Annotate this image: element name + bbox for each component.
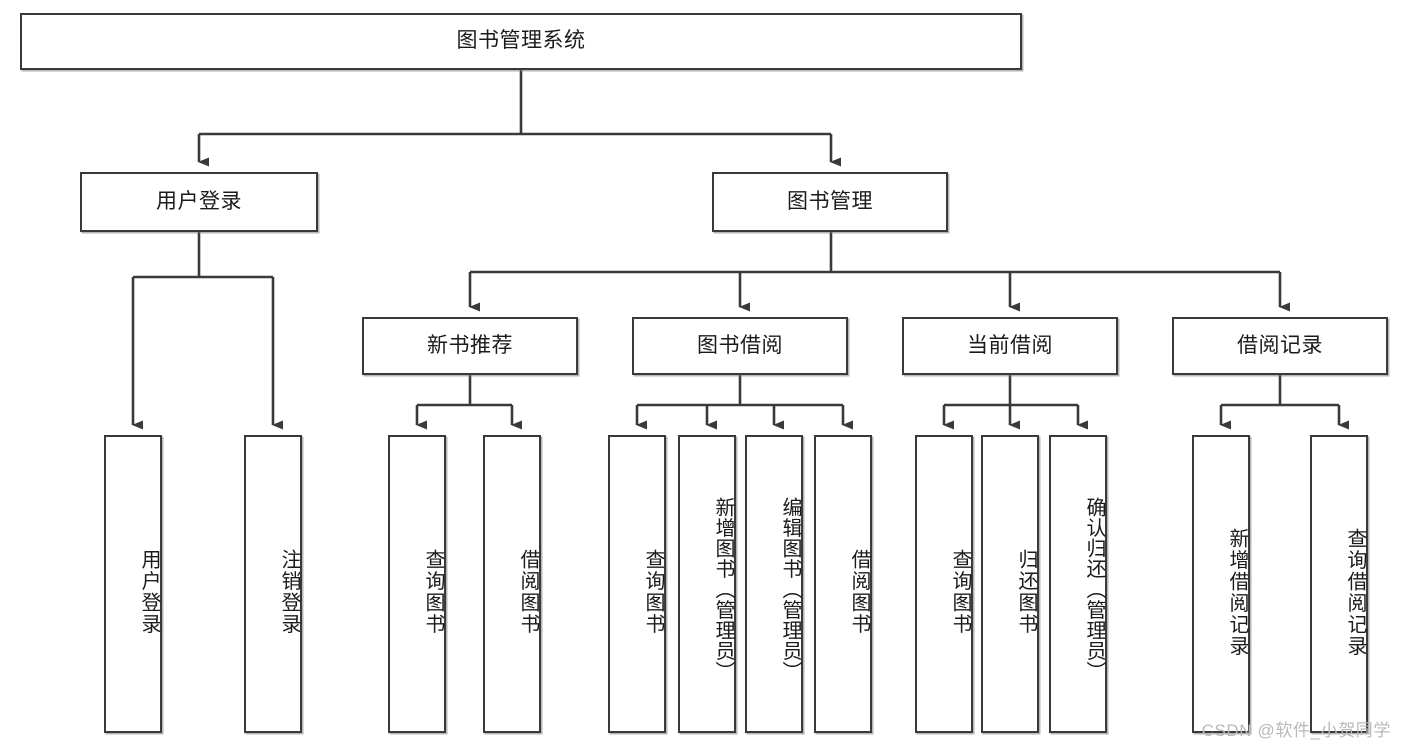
leaf-query-book-current-label: 查询图书 <box>949 549 971 635</box>
leaf-add-borrow-record-label: 新增借阅记录 <box>1226 527 1248 657</box>
leaf-confirm-return-admin[interactable]: 确认归还（管理员） <box>1049 435 1107 733</box>
leaf-borrow-book[interactable]: 借阅图书 <box>814 435 872 733</box>
node-borrow-record-label: 借阅记录 <box>1237 333 1323 357</box>
leaf-add-book-admin[interactable]: 新增图书（管理员） <box>678 435 736 733</box>
leaf-query-book-borrow-label: 查询图书 <box>642 549 664 635</box>
leaf-user-login[interactable]: 用户登录 <box>104 435 162 733</box>
leaf-query-borrow-record-label: 查询借阅记录 <box>1344 527 1366 657</box>
node-book-borrow-label: 图书借阅 <box>697 333 783 357</box>
node-user-login[interactable]: 用户登录 <box>80 172 318 232</box>
node-new-book-recommend-label: 新书推荐 <box>427 333 513 357</box>
leaf-query-book-recommend-label: 查询图书 <box>422 549 444 635</box>
leaf-add-book-admin-label: 新增图书（管理员） <box>712 496 734 682</box>
node-user-login-label: 用户登录 <box>156 189 242 213</box>
leaf-logout-login-label: 注销登录 <box>278 549 300 635</box>
node-book-management-label: 图书管理 <box>787 189 873 213</box>
leaf-borrow-book-recommend[interactable]: 借阅图书 <box>483 435 541 733</box>
leaf-add-borrow-record[interactable]: 新增借阅记录 <box>1192 435 1250 733</box>
leaf-borrow-book-label: 借阅图书 <box>848 549 870 635</box>
watermark: CSDN @软件_小贺同学 <box>1201 721 1391 740</box>
leaf-query-book-current[interactable]: 查询图书 <box>915 435 973 733</box>
leaf-return-book-label: 归还图书 <box>1015 549 1037 635</box>
node-root-label: 图书管理系统 <box>456 29 586 53</box>
leaf-return-book[interactable]: 归还图书 <box>981 435 1039 733</box>
node-borrow-record[interactable]: 借阅记录 <box>1172 317 1388 375</box>
leaf-query-borrow-record[interactable]: 查询借阅记录 <box>1310 435 1368 733</box>
node-book-management[interactable]: 图书管理 <box>712 172 948 232</box>
node-root[interactable]: 图书管理系统 <box>20 13 1022 70</box>
leaf-query-book-borrow[interactable]: 查询图书 <box>608 435 666 733</box>
node-current-borrow[interactable]: 当前借阅 <box>902 317 1118 375</box>
node-book-borrow[interactable]: 图书借阅 <box>632 317 848 375</box>
leaf-logout-login[interactable]: 注销登录 <box>244 435 302 733</box>
node-current-borrow-label: 当前借阅 <box>967 333 1053 357</box>
leaf-user-login-label: 用户登录 <box>138 549 160 635</box>
leaf-confirm-return-admin-label: 确认归还（管理员） <box>1083 496 1105 682</box>
node-new-book-recommend[interactable]: 新书推荐 <box>362 317 578 375</box>
leaf-edit-book-admin[interactable]: 编辑图书（管理员） <box>745 435 803 733</box>
leaf-query-book-recommend[interactable]: 查询图书 <box>388 435 446 733</box>
leaf-edit-book-admin-label: 编辑图书（管理员） <box>779 496 801 682</box>
leaf-borrow-book-recommend-label: 借阅图书 <box>517 549 539 635</box>
